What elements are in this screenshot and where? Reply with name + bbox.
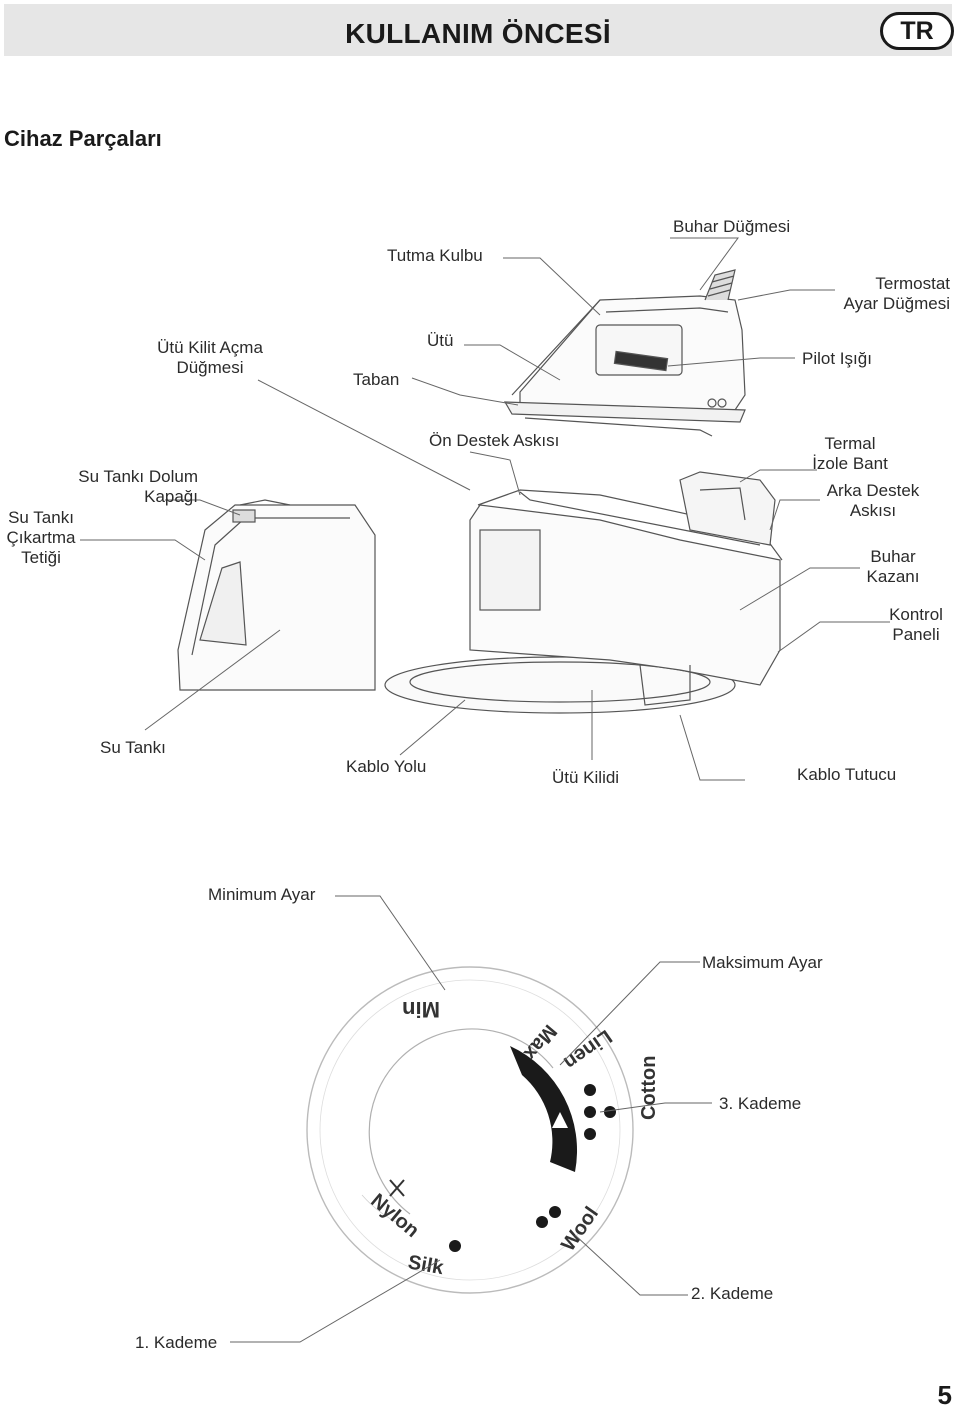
label-pilot-isigi: Pilot Işığı xyxy=(802,349,872,368)
dial-min-text: Min xyxy=(402,997,440,1022)
dial-cotton-text: Cotton xyxy=(638,1056,660,1120)
dial-wool-text: Wool xyxy=(557,1203,603,1255)
leader-lines xyxy=(80,237,890,1343)
label-buhar-dugmesi: Buhar Düğmesi xyxy=(673,217,791,236)
section-title: Cihaz Parçaları xyxy=(4,126,162,151)
label-utu-kilidi: Ütü Kilidi xyxy=(552,768,620,787)
page-number: 5 xyxy=(937,1380,952,1410)
language-badge: TR xyxy=(880,12,954,50)
label-1-kademe: 1. Kademe xyxy=(135,1333,218,1352)
dial-silk-text: Silk xyxy=(406,1251,446,1279)
label-maksimum-ayar: Maksimum Ayar xyxy=(702,953,823,972)
header-bar: KULLANIM ÖNCESİ xyxy=(4,4,952,56)
label-utu: Ütü xyxy=(427,331,454,350)
page-title: KULLANIM ÖNCESİ xyxy=(345,18,611,49)
label-kablo-yolu: Kablo Yolu xyxy=(346,757,427,776)
label-on-destek-askisi: Ön Destek Askısı xyxy=(429,431,560,450)
label-kablo-tutucu: Kablo Tutucu xyxy=(797,765,897,784)
label-3-kademe: 3. Kademe xyxy=(719,1094,802,1113)
dial-nylon-text: Nylon xyxy=(366,1190,423,1243)
label-taban: Taban xyxy=(353,370,400,389)
label-su-tanki: Su Tankı xyxy=(100,738,166,757)
label-tutma-kulbu: Tutma Kulbu xyxy=(387,246,483,265)
iron-drawing xyxy=(503,269,746,437)
dial-linen-text: Linen xyxy=(559,1025,615,1074)
label-minimum-ayar: Minimum Ayar xyxy=(208,885,316,904)
label-2-kademe: 2. Kademe xyxy=(691,1284,774,1303)
station-drawing xyxy=(177,471,783,714)
